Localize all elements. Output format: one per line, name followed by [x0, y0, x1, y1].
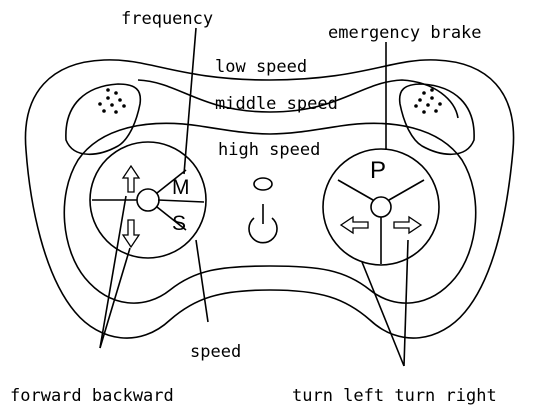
controller-outer-outline [24, 59, 515, 339]
left-dial [89, 141, 207, 259]
label-emergency-brake: emergency brake [328, 23, 482, 43]
turn-right-button[interactable] [393, 215, 423, 235]
arrow-left-icon [339, 215, 369, 235]
label-forward-backward: forward backward [10, 386, 174, 406]
arrow-up-icon [121, 164, 141, 193]
high-speed-contour [63, 122, 477, 304]
turn-left-button[interactable] [339, 215, 369, 235]
p-button[interactable]: P [370, 157, 386, 184]
speaker-grille-icon [414, 88, 442, 114]
speaker-grille-icon [98, 88, 126, 114]
label-speed: speed [190, 342, 241, 362]
label-low-speed: low speed [215, 57, 307, 77]
right-grip-contour [398, 83, 475, 155]
s-button[interactable]: S [172, 212, 186, 235]
forward-button[interactable] [121, 164, 141, 193]
label-high-speed: high speed [218, 140, 320, 160]
leader-lines [99, 27, 409, 367]
backward-button[interactable] [121, 219, 141, 249]
m-button[interactable]: M [172, 176, 190, 199]
power-icon[interactable] [248, 177, 278, 244]
left-grip-contour [65, 83, 142, 155]
middle-speed-contour [137, 79, 459, 119]
arrow-right-icon [393, 215, 423, 235]
label-middle-speed: middle speed [215, 94, 338, 114]
right-dial [322, 148, 440, 266]
arrow-down-icon [121, 219, 141, 249]
label-turn-left-turn-right: turn left turn right [292, 386, 497, 406]
label-frequency: frequency [121, 9, 213, 29]
